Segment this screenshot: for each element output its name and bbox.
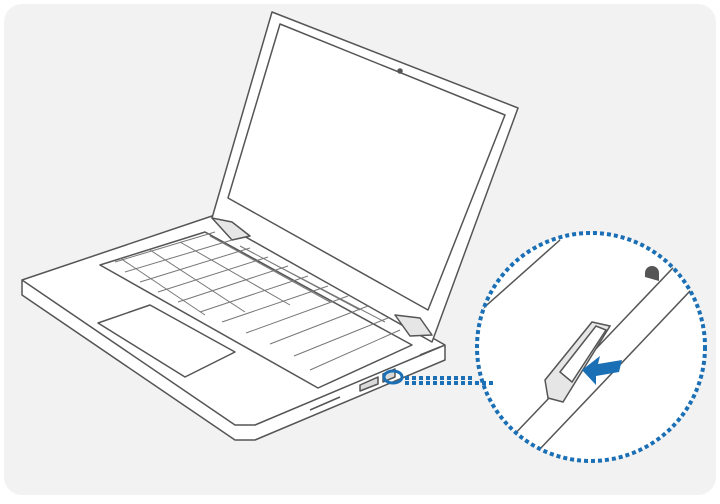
lock-icon — [645, 266, 659, 281]
arrow-pointer-icon — [582, 356, 622, 385]
callout-magnifier — [382, 231, 707, 463]
laptop-icon — [21, 11, 519, 441]
touchpad — [97, 304, 236, 378]
keyboard-keys — [114, 231, 401, 371]
laptop-screen — [227, 23, 506, 311]
camera-icon — [397, 68, 403, 74]
callout-border — [475, 231, 707, 463]
callout-leader — [405, 376, 495, 385]
